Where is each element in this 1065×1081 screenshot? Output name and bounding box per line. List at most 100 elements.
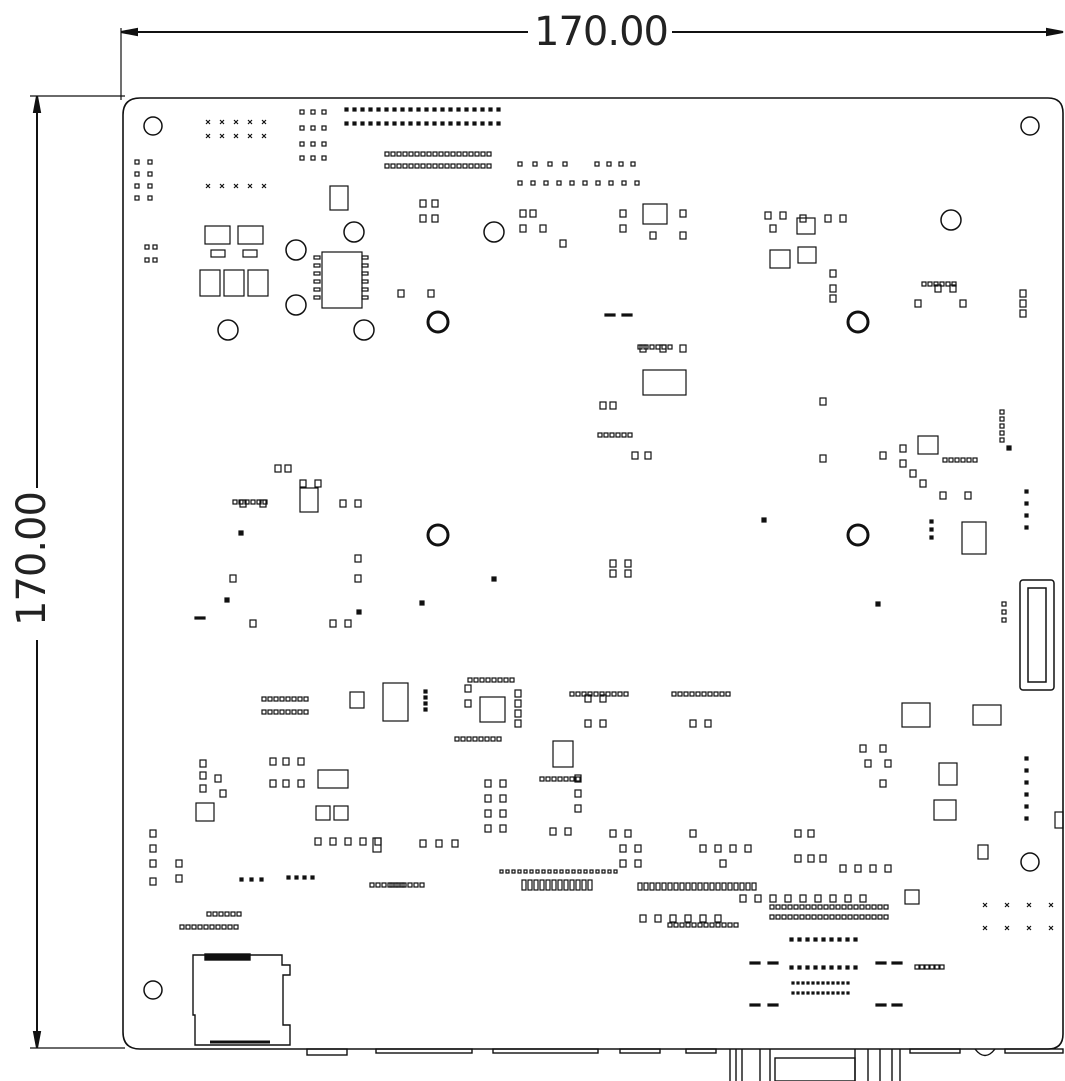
- footprint-pad: [821, 981, 825, 985]
- footprint-pad: [197, 924, 203, 930]
- footprint-pad: [416, 107, 421, 112]
- footprint-pad: [569, 691, 575, 697]
- footprint-pad: [413, 882, 419, 888]
- footprint-pad: [847, 914, 853, 920]
- footprint-pad: [215, 924, 221, 930]
- footprint-pad: [807, 829, 815, 838]
- footprint-pad: [514, 709, 522, 718]
- footprint-pad: [424, 121, 429, 126]
- footprint-pad: [539, 776, 545, 782]
- footprint-pad: [467, 677, 473, 683]
- footprint-pad: [846, 991, 850, 995]
- footprint-pad: [789, 965, 794, 970]
- footprint-pad: [238, 499, 244, 505]
- footprint-pad: [545, 776, 551, 782]
- footprint-pad: [444, 151, 450, 157]
- footprint-pad: [269, 757, 277, 766]
- footprint-pad: [472, 121, 477, 126]
- footprint-pad: [505, 869, 510, 874]
- footprint-pad: [927, 281, 933, 287]
- footprint-pad: [836, 991, 840, 995]
- footprint-pad: [608, 180, 614, 186]
- footprint-pad: [811, 981, 815, 985]
- footprint-pad: [356, 609, 362, 615]
- footprint-pad: [684, 914, 692, 923]
- footprint-pad: [934, 964, 940, 970]
- footprint-pad: [999, 409, 1005, 415]
- footprint-pad: [609, 559, 617, 568]
- footprint-pad: [819, 854, 827, 863]
- footprint-pad: [402, 151, 408, 157]
- footprint-pad: [563, 776, 569, 782]
- footprint-pad: [519, 224, 527, 233]
- footprint-pad: [321, 251, 363, 309]
- footprint-pad: [824, 214, 832, 223]
- footprint-pad: [390, 151, 396, 157]
- footprint-pad: [721, 922, 727, 928]
- footprint-pad: [519, 209, 527, 218]
- footprint-pad: [435, 839, 443, 848]
- footprint-pad: [427, 289, 435, 298]
- footprint-pad: [1054, 811, 1064, 829]
- footprint-pad: [1024, 816, 1029, 821]
- footprint-pad: [509, 677, 515, 683]
- footprint-pad: [811, 914, 817, 920]
- footprint-pad: [194, 616, 206, 620]
- footprint-pad: [479, 696, 506, 723]
- footprint-pad: [448, 121, 453, 126]
- footprint-pad: [339, 499, 347, 508]
- footprint-pad: [999, 423, 1005, 429]
- via-marker: [247, 119, 253, 125]
- fpc-connector: [1019, 579, 1055, 691]
- footprint-pad: [321, 141, 327, 147]
- footprint-pad: [402, 163, 408, 169]
- footprint-pad: [837, 965, 842, 970]
- footprint-pad: [615, 432, 621, 438]
- footprint-pad: [282, 757, 290, 766]
- footprint-pad: [829, 904, 835, 910]
- footprint-pad: [149, 844, 157, 853]
- footprint-pad: [392, 107, 397, 112]
- via-marker: [1026, 902, 1032, 908]
- mounting-hole: [285, 294, 307, 316]
- footprint-pad: [954, 457, 960, 463]
- footprint-pad: [704, 719, 712, 728]
- footprint-pad: [781, 904, 787, 910]
- footprint-pad: [204, 225, 231, 245]
- footprint-pad: [829, 284, 837, 293]
- footprint-pad: [431, 214, 439, 223]
- mounting-holes: [143, 116, 1040, 1000]
- footprint-pad: [152, 244, 158, 250]
- footprint-pad: [450, 163, 456, 169]
- footprint-pad: [574, 774, 582, 783]
- footprint-pad: [250, 499, 256, 505]
- footprint-pad: [929, 535, 934, 540]
- footprint-pad: [1024, 804, 1029, 809]
- footprint-pad: [361, 263, 369, 268]
- via-marker: [982, 902, 988, 908]
- footprint-pad: [1024, 792, 1029, 797]
- footprint-pad: [939, 281, 945, 287]
- footprint-pad: [977, 844, 989, 860]
- footprint-pad: [244, 499, 250, 505]
- via-marker: [261, 133, 267, 139]
- footprint-pad: [951, 281, 957, 287]
- footprint-pad: [627, 432, 633, 438]
- footprint-pad: [630, 161, 636, 167]
- footprint-pad: [384, 151, 390, 157]
- footprint-pad: [599, 694, 607, 703]
- footprint-pad: [685, 882, 691, 891]
- footprint-pad: [819, 454, 827, 463]
- edge-connector: [909, 1048, 961, 1054]
- footprint-pad: [707, 691, 713, 697]
- footprint-pad: [829, 937, 834, 942]
- footprint-pad: [613, 869, 618, 874]
- footprint-pad: [431, 199, 439, 208]
- footprint-pad: [619, 844, 627, 853]
- footprint-pad: [565, 869, 570, 874]
- footprint-pad: [460, 736, 466, 742]
- footprint-pad: [877, 904, 883, 910]
- footprint-pad: [754, 894, 762, 903]
- footprint-pad: [149, 859, 157, 868]
- footprint-pad: [949, 284, 957, 293]
